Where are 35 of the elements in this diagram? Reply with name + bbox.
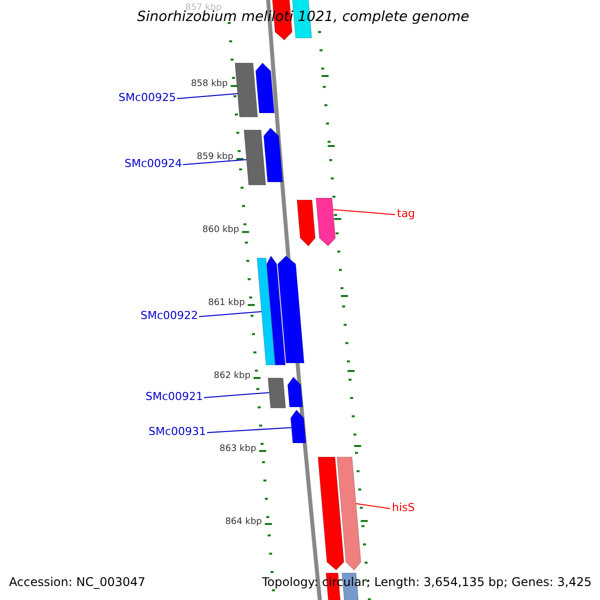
- scale-label: 859 kbp: [196, 152, 234, 163]
- leader-line: [355, 503, 390, 510]
- leader-line: [198, 311, 262, 318]
- gene-block: [255, 62, 275, 114]
- gene-block: [336, 456, 362, 570]
- gene-label: SMc00921: [145, 390, 203, 404]
- leader-line: [176, 93, 238, 100]
- gene-label: hisS: [392, 501, 415, 514]
- gene-block: [316, 198, 336, 246]
- accession-text: Accession: NC_003047: [9, 575, 146, 590]
- scale-label: 863 kbp: [220, 444, 256, 455]
- gene-label: SMc00931: [148, 425, 206, 438]
- gene-label: SMc00922: [140, 309, 198, 322]
- gene-block: [263, 128, 283, 182]
- gene-label: SMc00925: [118, 91, 176, 104]
- scale-label: 858 kbp: [191, 79, 228, 90]
- gene-block: [277, 256, 304, 364]
- gene-block: [234, 62, 258, 118]
- scale-label: 864 kbp: [225, 517, 262, 528]
- gene-block: [244, 130, 266, 186]
- gene-label: tag: [397, 207, 416, 220]
- gene-block: [296, 200, 316, 246]
- gene-label: SMc00924: [124, 157, 182, 170]
- gene-block: [268, 378, 286, 408]
- scale-label: 860 kbp: [202, 225, 240, 236]
- leader-line: [332, 209, 396, 216]
- gene-block: [318, 456, 344, 570]
- gene-block: [290, 410, 306, 444]
- leader-line: [182, 159, 248, 166]
- scale-label: 862 kbp: [214, 371, 250, 382]
- scale-label: 861 kbp: [208, 298, 245, 309]
- leader-line: [206, 427, 292, 434]
- gene-block: [256, 258, 276, 366]
- gene-block: [287, 376, 303, 408]
- gene-block: [266, 255, 286, 366]
